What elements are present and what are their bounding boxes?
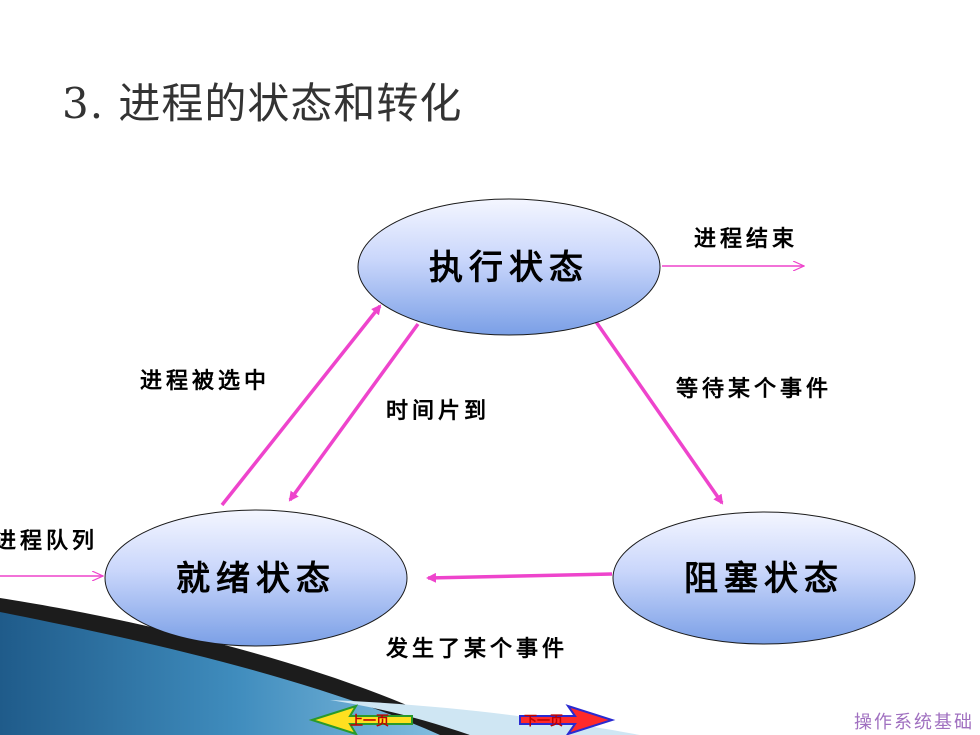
next-page-button[interactable]: 下一页 bbox=[518, 706, 614, 730]
arrow-event-occurs bbox=[426, 572, 613, 583]
footer-course-title: 操作系统基础 bbox=[854, 712, 974, 733]
prev-page-label: 上一页 bbox=[350, 714, 390, 729]
decorative-swoosh bbox=[0, 598, 640, 735]
prev-page-button[interactable]: 上一页 bbox=[310, 706, 414, 730]
arrow-selected bbox=[220, 304, 382, 507]
label-event-occurs: 发生了某个事件 bbox=[385, 636, 568, 662]
state-ready: 就绪状态 bbox=[104, 509, 408, 647]
label-time-slice: 时间片到 bbox=[386, 398, 490, 424]
arrow-wait-event bbox=[590, 315, 724, 505]
label-process-end: 进程结束 bbox=[694, 226, 798, 252]
next-arrow-icon bbox=[519, 704, 616, 735]
label-wait-event: 等待某个事件 bbox=[676, 376, 832, 402]
next-page-label: 下一页 bbox=[524, 714, 564, 729]
arrow-time-slice bbox=[288, 322, 420, 502]
prev-arrow-icon bbox=[308, 704, 413, 735]
state-ready-label: 就绪状态 bbox=[176, 559, 336, 599]
slide-title: 3. 进程的状态和转化 bbox=[62, 79, 463, 128]
label-selected: 进程被选中 bbox=[140, 368, 270, 394]
label-process-queue: 进程队列 bbox=[0, 528, 98, 554]
state-running-label: 执行状态 bbox=[429, 248, 589, 288]
state-blocked-label: 阻塞状态 bbox=[684, 559, 844, 599]
state-blocked: 阻塞状态 bbox=[612, 511, 916, 645]
state-running: 执行状态 bbox=[357, 198, 661, 336]
